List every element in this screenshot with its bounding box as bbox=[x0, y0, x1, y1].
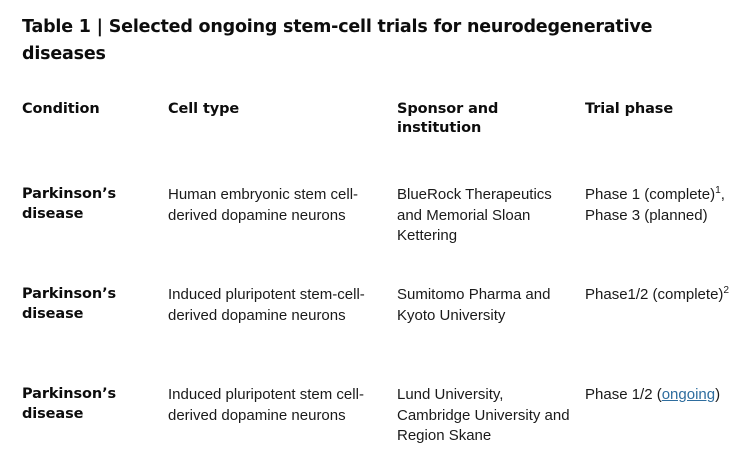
cell-cell-type: Induced pluripotent stem cell-derived do… bbox=[168, 386, 364, 424]
trial-phase-text-cont: ) bbox=[715, 386, 721, 403]
trial-phase-text: Phase 1/2 ( bbox=[585, 386, 662, 403]
cell-sponsor: BlueRock Therapeutics and Memorial Sloan… bbox=[397, 186, 552, 244]
table-caption-label: Table 1 bbox=[22, 17, 91, 37]
ongoing-link[interactable]: ongoing bbox=[661, 386, 716, 403]
column-header-sponsor-and-institution: Sponsor and institution bbox=[397, 101, 499, 136]
reference-superscript: 2 bbox=[723, 285, 730, 296]
cell-sponsor: Sumitomo Pharma and Kyoto University bbox=[397, 286, 551, 324]
cell-condition: Parkinson’s disease bbox=[22, 386, 117, 422]
trial-phase-text: Phase1/2 (complete) bbox=[585, 286, 724, 303]
cell-condition: Parkinson’s disease bbox=[22, 286, 117, 322]
cell-condition: Parkinson’s disease bbox=[22, 186, 117, 222]
column-header-cell-type: Cell type bbox=[168, 101, 240, 117]
cell-cell-type: Human embryonic stem cell-derived dopami… bbox=[168, 186, 359, 224]
cell-trial-phase: Phase 1/2 (ongoing) bbox=[585, 385, 735, 406]
cell-trial-phase: Phase1/2 (complete)2 bbox=[585, 285, 735, 306]
cell-sponsor: Lund University, Cambridge University an… bbox=[397, 386, 570, 444]
cell-trial-phase: Phase 1 (complete)1, Phase 3 (planned) bbox=[585, 185, 735, 226]
trial-phase-text: Phase 1 (complete) bbox=[585, 186, 716, 203]
table-caption-separator: | bbox=[96, 17, 103, 37]
column-header-condition: Condition bbox=[22, 101, 100, 117]
reference-superscript: 1 bbox=[715, 185, 721, 196]
table-caption: Table 1 | Selected ongoing stem-cell tri… bbox=[22, 14, 712, 68]
column-header-trial-phase: Trial phase bbox=[585, 101, 674, 117]
cell-cell-type: Induced pluripotent stem-cell-derived do… bbox=[168, 286, 365, 324]
trial-phase-text-cont: , Phase 3 (planned) bbox=[585, 186, 725, 224]
table-caption-text: Selected ongoing stem-cell trials for ne… bbox=[22, 17, 653, 64]
